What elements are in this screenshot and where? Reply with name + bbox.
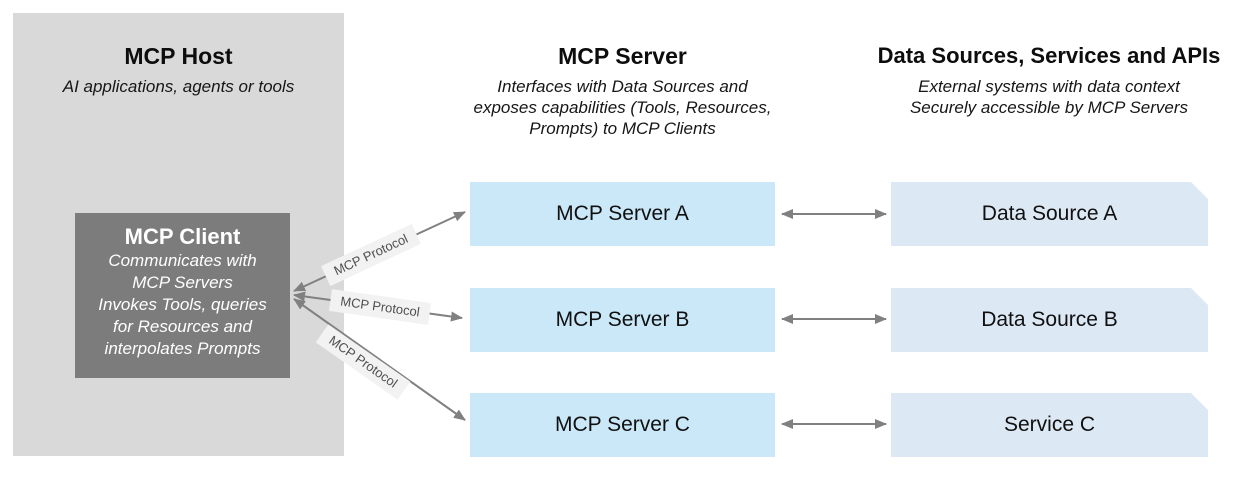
client-description-line: for Resources and (113, 317, 252, 336)
sources-column-subtitle: External systems with data context Secur… (860, 76, 1235, 118)
host-title: MCP Host (124, 43, 233, 69)
sources-column-title: Data Sources, Services and APIs (877, 43, 1221, 68)
client-description-line: Communicates with (108, 251, 257, 270)
source-box-label: Data Source A (981, 202, 1118, 225)
server-box-c: MCP Server C (470, 393, 775, 457)
server-box-label: MCP Server B (555, 308, 690, 331)
data-source-box-b: Data Source B (891, 288, 1208, 352)
source-box-label: Data Source B (981, 308, 1118, 331)
server-subtitle-line: Prompts) to MCP Clients (529, 119, 716, 138)
client-description-line: MCP Servers (132, 273, 233, 292)
data-source-box-a: Data Source A (891, 182, 1208, 246)
mcp-protocol-label: MCP Protocol (328, 289, 432, 325)
host-subtitle: AI applications, agents or tools (62, 77, 295, 96)
server-box-a: MCP Server A (470, 182, 775, 246)
server-subtitle-line: Interfaces with Data Sources and (497, 77, 748, 96)
server-column-header: MCP Server Interfaces with Data Sources … (455, 42, 790, 139)
sources-subtitle-line: Securely accessible by MCP Servers (909, 98, 1189, 117)
server-column-subtitle: Interfaces with Data Sources and exposes… (455, 76, 790, 139)
client-description-line: interpolates Prompts (104, 339, 261, 358)
service-box-c: Service C (891, 393, 1208, 457)
mcp-client-box: MCP Client Communicates with MCP Servers… (75, 213, 290, 378)
client-description-line: Invokes Tools, queries (98, 295, 267, 314)
source-box-label: Service C (1003, 413, 1096, 436)
server-box-b: MCP Server B (470, 288, 775, 352)
server-box-label: MCP Server C (555, 413, 690, 436)
server-column-title: MCP Server (558, 43, 687, 69)
server-box-label: MCP Server A (556, 202, 689, 225)
client-title: MCP Client (124, 224, 241, 249)
server-subtitle-line: exposes capabilities (Tools, Resources, (473, 98, 772, 117)
host-header: MCP Host AI applications, agents or tool… (13, 42, 344, 97)
sources-column-header: Data Sources, Services and APIs External… (860, 42, 1235, 118)
sources-subtitle-line: External systems with data context (918, 77, 1180, 96)
